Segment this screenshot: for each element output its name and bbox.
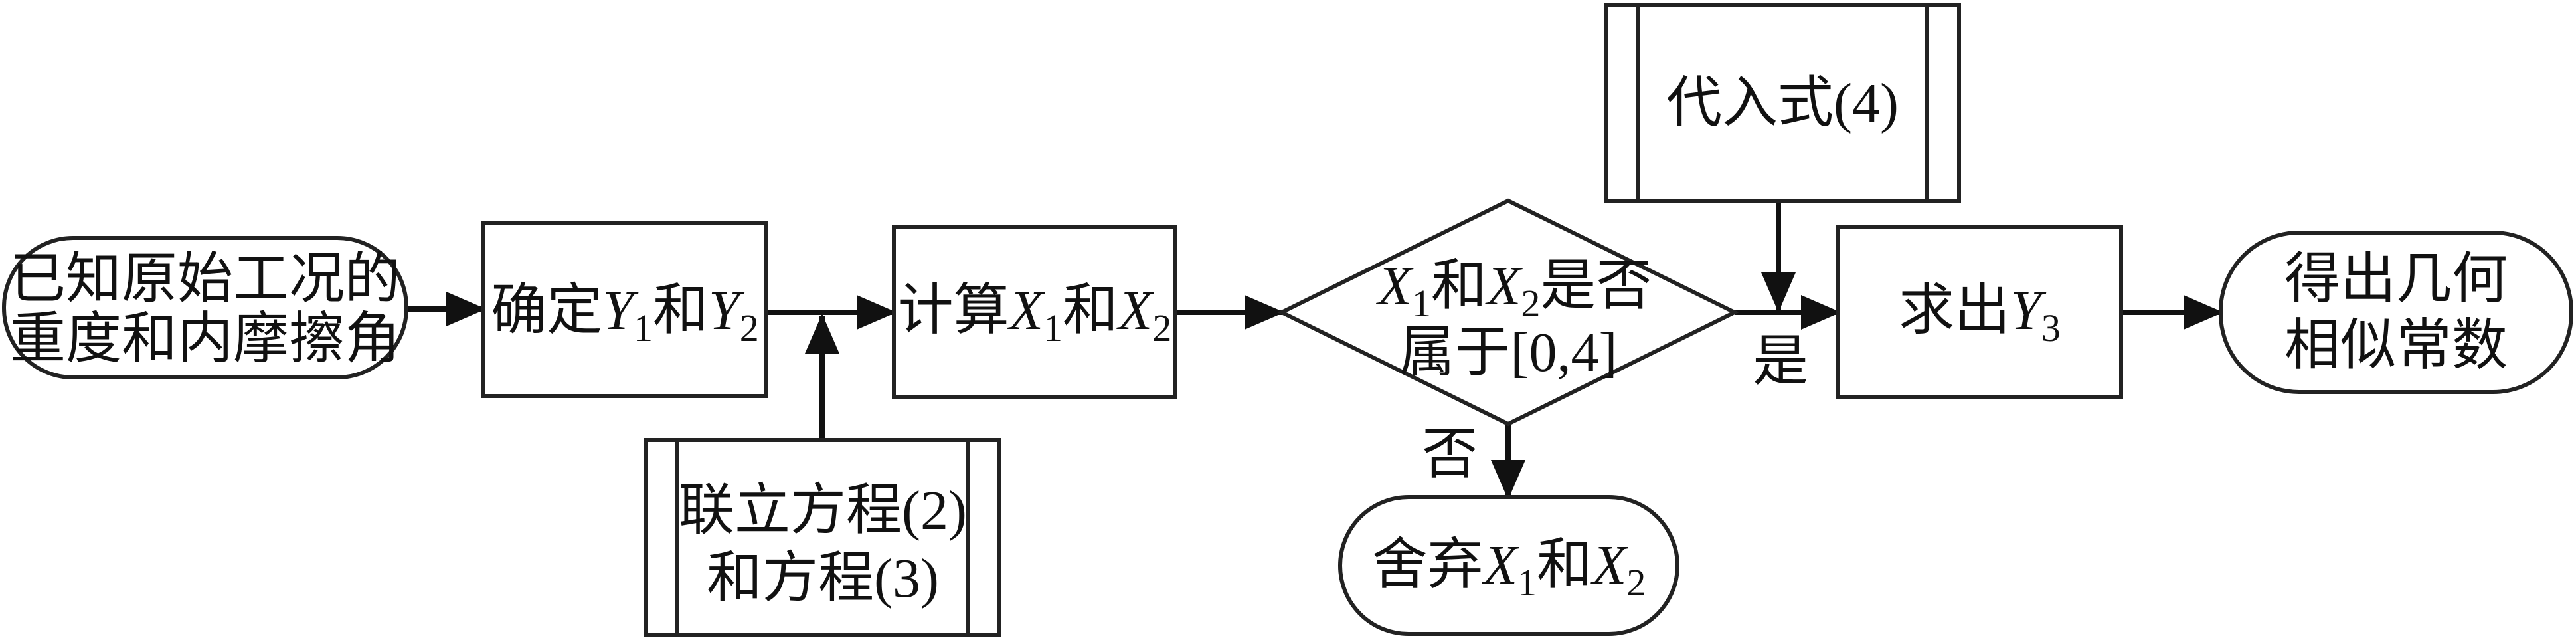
- end-line-1: 得出几何: [2284, 249, 2508, 310]
- edge-label-yes: 是: [1753, 331, 1808, 393]
- simultaneous-line-1: 联立方程(2): [679, 480, 967, 542]
- determine-label: 确定Y1和Y2: [491, 280, 758, 350]
- start-line-2: 重度和内摩擦角: [10, 308, 400, 370]
- end-line-2: 相似常数: [2284, 315, 2508, 377]
- simultaneous-line-2: 和方程(3): [707, 548, 939, 609]
- decision-line-2: 属于[0,4]: [1399, 322, 1618, 383]
- decision-line-1: X1和X2是否: [1376, 255, 1652, 325]
- solve-label: 求出Y3: [1899, 280, 2061, 350]
- edge-label-no: 否: [1422, 424, 1478, 486]
- decision-node: X1和X2是否 属于[0,4]: [1277, 198, 1739, 427]
- determine-node: 确定Y1和Y2: [481, 221, 768, 398]
- substitute-label: 代入式(4): [1666, 72, 1899, 134]
- start-node: 已知原始工况的 重度和内摩擦角: [2, 236, 408, 379]
- compute-node: 计算X1和X2: [892, 225, 1177, 399]
- substitute-node: 代入式(4): [1604, 3, 1961, 203]
- discard-label: 舍弃X1和X2: [1372, 534, 1646, 604]
- compute-label: 计算X1和X2: [898, 280, 1172, 350]
- simultaneous-equations-node: 联立方程(2) 和方程(3): [644, 438, 1001, 637]
- solve-node: 求出Y3: [1836, 225, 2123, 399]
- start-line-1: 已知原始工况的: [10, 249, 400, 310]
- end-node: 得出几何 相似常数: [2219, 231, 2573, 394]
- discard-node: 舍弃X1和X2: [1338, 495, 1679, 636]
